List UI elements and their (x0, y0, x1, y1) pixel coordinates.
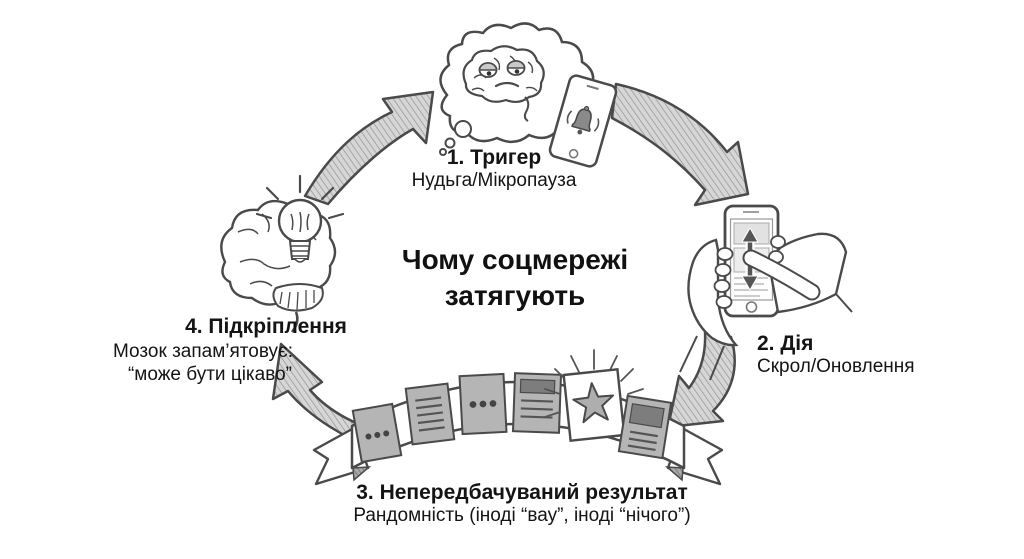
feed-card-image (617, 394, 673, 460)
arrow-action-to-result (666, 330, 736, 429)
ribbon-banner-illustration (312, 349, 724, 486)
right-hand (742, 232, 853, 314)
step-1-label: 1. Тригер (446, 146, 542, 169)
step-1-desc: Нудьга/Мікропауза (411, 170, 577, 192)
feed-card-dots-1 (351, 402, 403, 464)
arrow-reinforcement-to-trigger (303, 90, 435, 206)
lightbulb-icon (255, 174, 345, 263)
ribbon-fold-right (664, 466, 684, 482)
bored-brain-icon (462, 45, 545, 122)
star-icon (572, 382, 615, 424)
step-4-label: 4. Підкріплення (185, 315, 347, 338)
step-4-desc-line-1: Мозок запам’ятовує: (113, 341, 293, 362)
step-2-desc: Скрол/Оновлення (757, 356, 915, 378)
step-2-label: 2. Дія (757, 332, 814, 355)
step-3-block: 3. Непередбачуваний результат Рандомніст… (322, 481, 722, 527)
brain-lightbulb-illustration (220, 174, 345, 333)
left-wrist-lines (679, 335, 725, 381)
bell-icon (566, 105, 600, 135)
thought-cloud-illustration (439, 22, 618, 168)
feed-card-text (404, 382, 456, 446)
step-3-label: 3. Непередбачуваний результат (356, 481, 688, 504)
ribbon-fold-left (352, 466, 372, 482)
notification-phone-icon (548, 74, 618, 168)
title-line-1: Чому соцмережі (401, 244, 629, 275)
thought-bubbles (439, 120, 472, 156)
brain-stem (290, 311, 299, 333)
feed-card-header (511, 372, 563, 434)
right-wrist-line (835, 293, 853, 313)
title-line-2: затягують (444, 280, 586, 311)
page-title: Чому соцмережі затягують (355, 242, 675, 314)
left-hand-fingers (713, 247, 734, 309)
star-reward-card (562, 368, 626, 442)
step-3-desc: Рандомність (іноді “вау”, іноді “нічого”… (353, 505, 691, 527)
arrow-trigger-to-action (610, 82, 750, 207)
index-finger (742, 249, 821, 301)
step-4-desc-line-2: “може бути цікаво” (127, 364, 293, 385)
left-hand-palm (687, 238, 739, 347)
feed-card-dots-2 (458, 372, 508, 436)
step-2-block: 2. Дія Скрол/Оновлення (757, 332, 915, 378)
scrolling-phone-illustration (679, 204, 853, 381)
cycle-arrows (271, 82, 750, 458)
step-1-block: 1. Тригер Нудьга/Мікропауза (344, 146, 644, 192)
